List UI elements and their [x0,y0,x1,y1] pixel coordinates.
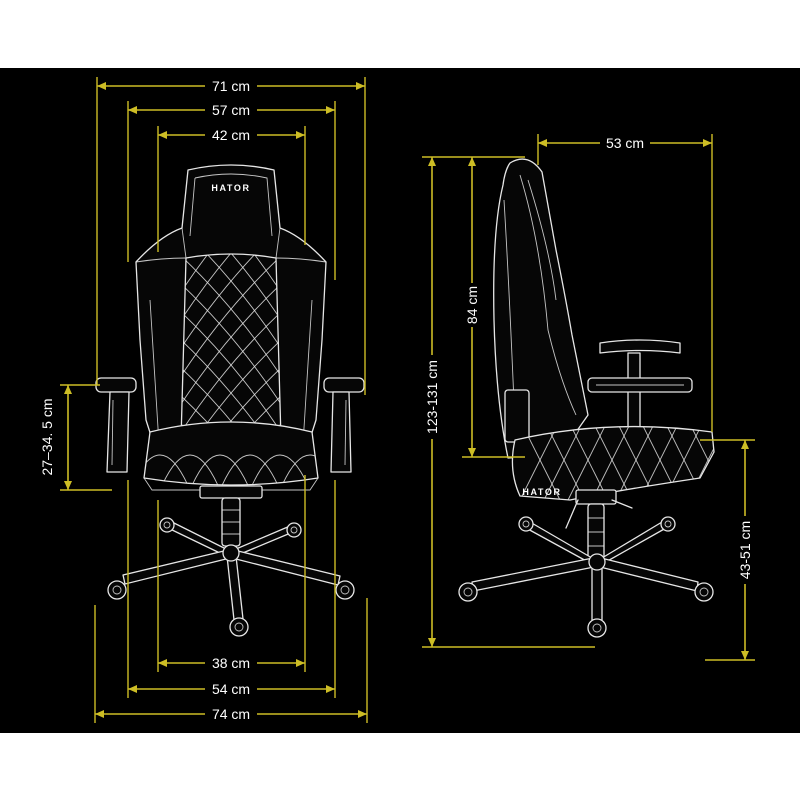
quilt-line [591,426,633,500]
quilt-line [249,454,311,485]
quilt-line [181,311,281,433]
dimension-label: 71 cm [212,78,250,94]
front-left-armrest [95,377,137,473]
dimension-label: 38 cm [212,655,250,671]
dimension-front-bottom-3: 74 cm [95,706,367,722]
quilt-line [181,255,281,377]
dimension-front-bottom-1: 38 cm [158,655,305,671]
dimension-front-left-1: 27–34. 5 cm [39,385,72,490]
dimension-side-right-1: 43-51 cm [737,440,753,660]
front-star-base [122,521,341,621]
quilt-line [144,454,191,485]
dimension-label: 27–34. 5 cm [39,398,55,475]
dimension-label: 84 cm [464,286,480,324]
dimension-label: 123-131 cm [424,360,440,434]
quilt-line [181,283,281,405]
side-tilt-lever [565,499,579,529]
front-casters [107,517,355,637]
dimension-front-bottom-2: 54 cm [128,681,335,697]
quilt-line [219,454,281,485]
dimension-label: 42 cm [212,127,250,143]
dimension-label: 74 cm [212,706,250,722]
diagram-background [0,68,800,733]
quilt-line [181,254,281,293]
front-dimension-lines [60,77,368,723]
front-seat [143,421,319,486]
dimension-front-top-3: 42 cm [158,127,305,143]
quilt-line [181,283,281,405]
dimension-label: 43-51 cm [737,521,753,579]
quilt-line [181,254,281,321]
quilt-line [279,454,318,485]
quilt-line [615,426,657,500]
dimension-label: 57 cm [212,102,250,118]
front-view-chair: HATOR [95,164,365,637]
side-casters [458,516,714,638]
dimension-side-left-1: 84 cm [464,157,480,457]
front-right-armrest [323,377,365,473]
side-lumbar-block [504,389,530,443]
quilt-line [181,254,281,349]
quilt-line [181,395,281,445]
quilt-line [181,395,281,445]
dimension-label: 53 cm [606,135,644,151]
quilt-line [181,254,281,349]
quilt-line [189,454,251,485]
front-logo: HATOR [211,183,250,193]
quilt-line [159,454,221,485]
seat-quilting-pattern [144,454,318,485]
side-logo: HATOR [522,487,561,497]
quilt-line [181,254,281,321]
dimension-front-top-1: 71 cm [97,78,365,94]
side-seat-mechanism [575,489,617,505]
quilt-line [567,426,609,500]
quilt-line [181,311,281,433]
quilt-line [543,426,585,500]
quilt-line [181,255,281,377]
side-backrest [493,158,589,459]
dimension-side-top-1: 53 cm [538,135,712,151]
dimension-label: 54 cm [212,681,250,697]
quilt-line [181,254,281,293]
front-seat-mechanism [199,485,263,499]
dimension-side-left-2: 123-131 cm [424,157,440,647]
quilt-line [519,426,561,500]
side-view-chair: HATOR [458,158,715,638]
dimension-front-top-2: 57 cm [128,102,335,118]
